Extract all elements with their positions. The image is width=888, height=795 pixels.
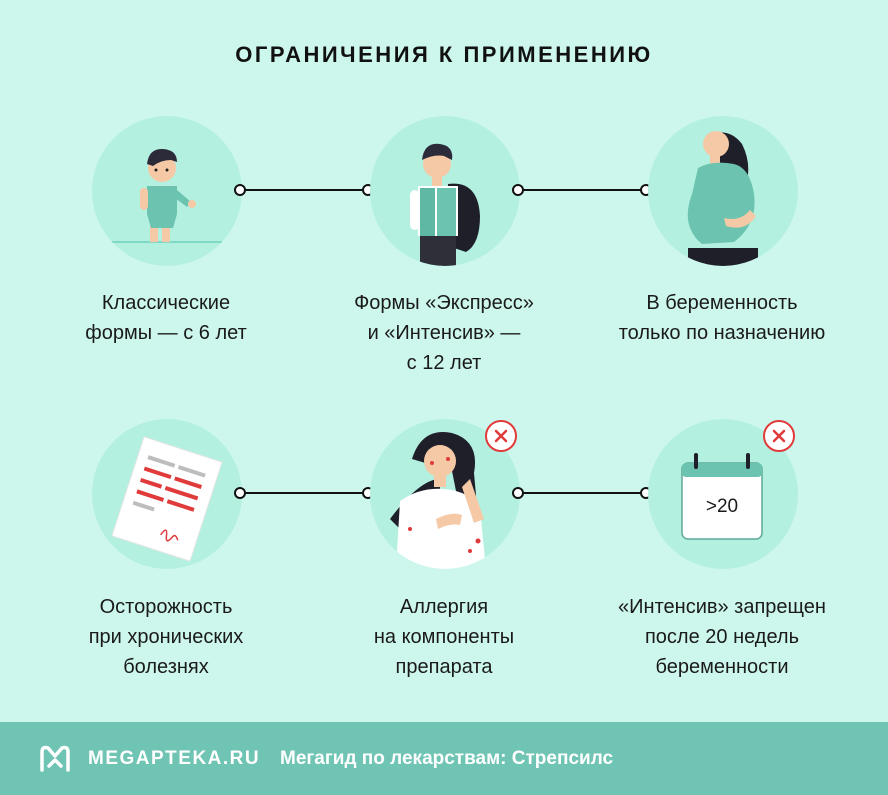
caption-3: В беременность только по назначению <box>618 292 826 344</box>
calendar-text: >20 <box>706 496 738 517</box>
caption-4: Осторожность при хронических болезнях <box>88 596 244 678</box>
allergic-woman-icon <box>390 432 486 569</box>
child-circle <box>92 116 242 266</box>
child-icon <box>112 148 222 243</box>
document-circle <box>92 419 242 569</box>
connector-1 <box>234 184 374 196</box>
connector-2 <box>512 184 652 196</box>
schoolboy-icon <box>410 143 480 266</box>
pregnant-woman-icon <box>687 131 758 266</box>
warning-x-icon-allergy <box>484 419 518 453</box>
calendar-icon: >20 <box>681 453 763 540</box>
calendar-circle: >20 <box>648 419 798 569</box>
schoolboy-circle <box>370 116 520 266</box>
caption-5: Аллергия на компоненты препарата <box>373 596 515 678</box>
connector-3 <box>234 487 374 499</box>
pregnant-circle <box>648 116 798 266</box>
caption-1: Классические формы — с 6 лет <box>85 292 247 344</box>
brand-name[interactable]: MEGAPTEKA.RU <box>88 748 261 769</box>
megapteka-logo-icon <box>40 745 70 772</box>
medical-document-icon <box>111 436 223 562</box>
footer: MEGAPTEKA.RU Мегагид по лекарствам: Стре… <box>0 722 888 795</box>
warning-x-icon-calendar <box>762 419 796 453</box>
footer-tagline: Мегагид по лекарствам: Стрепсилс <box>280 748 614 769</box>
caption-2: Формы «Экспресс» и «Интенсив» — с 12 лет <box>354 292 534 374</box>
connector-4 <box>512 487 652 499</box>
caption-6: «Интенсив» запрещен после 20 недель бере… <box>618 596 826 678</box>
page-title: ОГРАНИЧЕНИЯ К ПРИМЕНЕНИЮ <box>235 42 653 67</box>
